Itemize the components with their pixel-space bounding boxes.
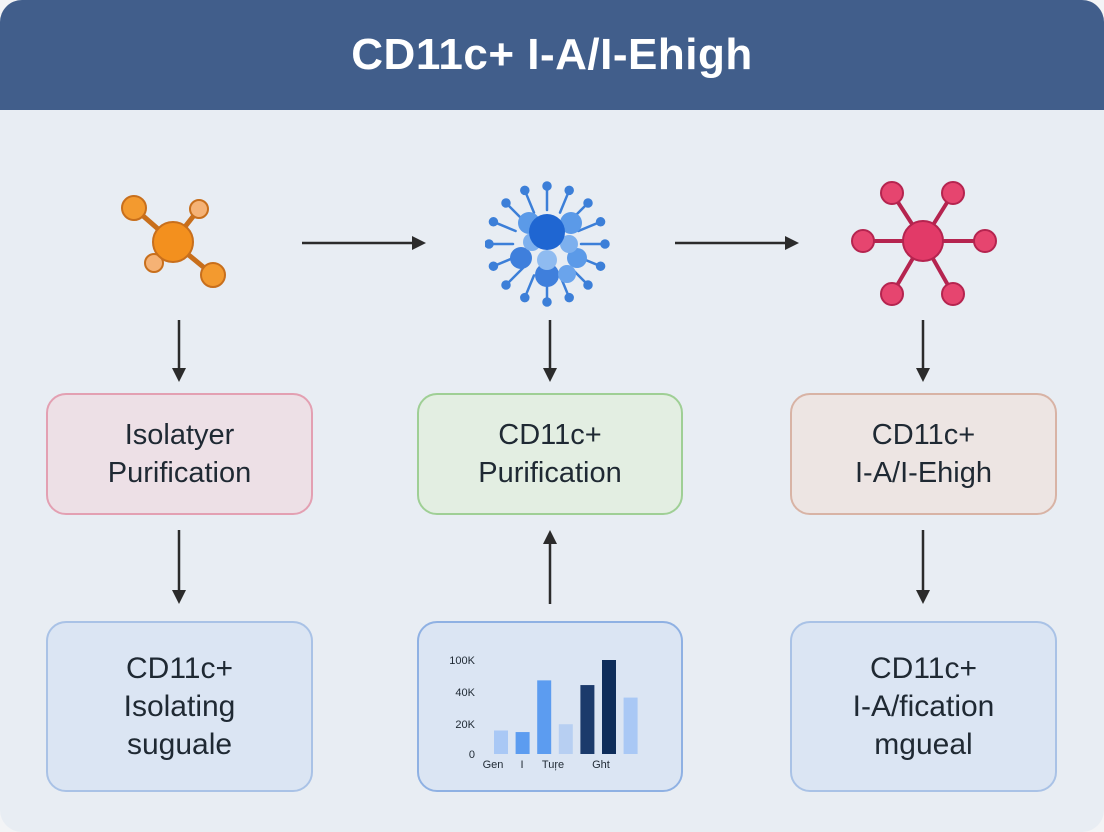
chart-panel: 100K 40K 20K 0 Gen I Tuŗe Ght: [417, 621, 683, 792]
pink-molecule-icon: [851, 181, 997, 306]
spike-tip: [488, 217, 499, 227]
y-tick-label: 20K: [455, 719, 475, 731]
spike-tip: [595, 217, 606, 227]
x-tick-label: Gen: [483, 759, 504, 771]
chart-bar: [515, 732, 530, 754]
spike-tip: [501, 198, 511, 208]
page-title: CD11c+ I-A/I-Ehigh: [351, 30, 753, 79]
x-tick-label: Ght: [592, 759, 610, 771]
spike-tip: [520, 185, 530, 196]
spike-tip: [583, 280, 593, 290]
box-label-line: I-A/I-Ehigh: [855, 457, 992, 489]
box-label-line: Purification: [478, 457, 622, 489]
spike-tip: [542, 181, 552, 191]
chart-bar: [494, 730, 508, 754]
chart-bar: [580, 685, 595, 754]
x-tick-label: Tuŗe: [542, 759, 564, 771]
blue-cell-cluster-icon: [485, 181, 610, 307]
spike-tip: [583, 198, 593, 208]
chart-bar: [537, 680, 552, 754]
box-label-line: I-A/fication: [852, 689, 995, 723]
y-tick-label: 100K: [449, 655, 475, 667]
spike-tip: [564, 292, 574, 303]
spike-tip: [600, 239, 610, 249]
header-bar: CD11c+ I-A/I-Ehigh: [0, 0, 1104, 110]
spike-tip: [595, 261, 606, 271]
orange-molecule-icon: [121, 195, 226, 288]
box-label-line: Isolatyer: [124, 419, 235, 451]
y-tick-label: 0: [469, 749, 475, 761]
arrow-down-right-bottom: [916, 530, 930, 604]
spike-tip: [501, 280, 511, 290]
box-label-line: CD11c+: [871, 419, 976, 451]
spike: [494, 221, 517, 233]
box-cd11c-ia-ie-high: CD11c+ I-A/I-Ehigh: [790, 393, 1057, 515]
arrow-down-middle-top: [543, 320, 557, 382]
arrow-up-middle: [543, 530, 557, 604]
box-cd11c-ia-fication: CD11c+ I-A/fication mgueal: [790, 621, 1057, 792]
x-tick-label: I: [520, 759, 523, 771]
chart-bar: [558, 724, 573, 754]
spike-tip: [488, 261, 499, 271]
box-label-line: CD11c+: [498, 419, 602, 451]
spike-tip: [520, 292, 530, 303]
box-isolatyer-purification: Isolatyer Purification: [46, 393, 313, 515]
box-label-line: Isolating: [123, 689, 236, 723]
chart-bar: [623, 697, 638, 754]
spike: [558, 191, 570, 214]
spike: [524, 191, 536, 214]
bar-chart: 100K 40K 20K 0 Gen I Tuŗe Ght: [449, 655, 638, 771]
box-label-line: Purification: [107, 457, 252, 489]
arrow-right-2: [675, 236, 799, 250]
chart-bar: [602, 660, 616, 754]
box-label-line: CD11c+: [126, 651, 233, 685]
spike-tip: [542, 297, 552, 307]
spike-tip: [485, 239, 494, 249]
box-cd11c-isolating: CD11c+ Isolating suguale: [46, 621, 313, 792]
spike: [524, 274, 536, 297]
spike: [506, 266, 525, 285]
box-label-line: CD11c+: [870, 651, 977, 685]
arrow-down-left-top: [172, 320, 186, 382]
y-tick-label: 40K: [455, 687, 475, 699]
box-label-line: mgueal: [874, 727, 973, 761]
box-cd11c-purification: CD11c+ Purification: [417, 393, 683, 515]
arrow-right-1: [302, 236, 426, 250]
box-label-line: suguale: [126, 727, 233, 761]
arrow-down-left-bottom: [172, 530, 186, 604]
spike: [577, 221, 600, 233]
spike-tip: [564, 185, 574, 196]
arrow-down-right-top: [916, 320, 930, 382]
